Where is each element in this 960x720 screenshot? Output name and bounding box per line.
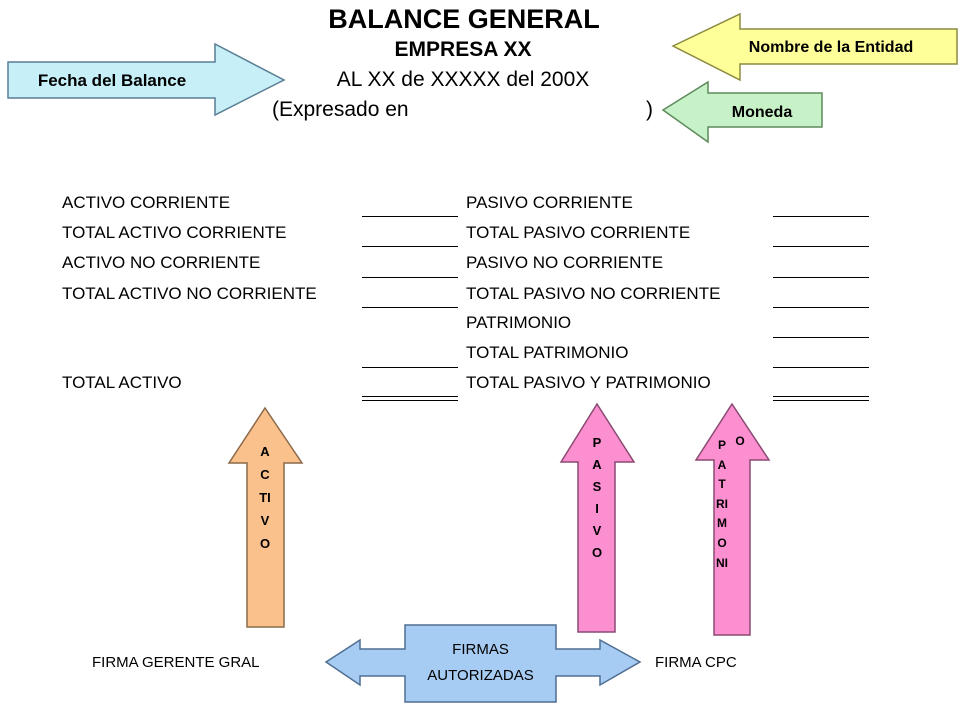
firmas-arrow [324,624,642,703]
currency-close: ) [646,98,653,121]
left-row-total-activo-no-corriente: TOTAL ACTIVO NO CORRIENTE [62,284,317,303]
entity-arrow-label: Nombre de la Entidad [749,39,913,56]
currency-arrow: Moneda [661,80,823,144]
date-arrow: Fecha del Balance [7,42,286,117]
signature-cpc: FIRMA CPC [655,654,737,671]
right-value-line [773,337,869,338]
date-arrow-label: Fecha del Balance [38,71,186,90]
right-row-total-pasivo-patrimonio: TOTAL PASIVO Y PATRIMONIO [466,373,711,392]
company-name: EMPRESA XX [394,38,532,61]
right-value-line [773,307,869,308]
left-value-line [362,216,458,217]
patrimonio-arrow-label-extra: O [735,434,745,448]
left-row-total-activo: TOTAL ACTIVO [62,373,182,392]
patrimonio-arrow [694,402,771,636]
right-row-total-patrimonio: TOTAL PATRIMONIO [466,343,629,362]
right-row-pasivo-no-corriente: PASIVO NO CORRIENTE [466,253,664,272]
activo-arrow-label: ACTIVO [259,444,271,551]
signature-gerente: FIRMA GERENTE GRAL [92,654,260,671]
left-row-activo-corriente: ACTIVO CORRIENTE [62,193,231,212]
right-value-line [773,246,869,247]
left-total-double-line [362,396,458,401]
right-value-line [773,216,869,217]
left-value-line [362,277,458,278]
entity-arrow: Nombre de la Entidad [671,12,958,82]
currency-label: (Expresado en [272,98,409,121]
right-total-double-line [773,396,869,401]
pasivo-arrow-label: PASIVO [591,435,603,560]
patrimonio-arrow-label: PATRIMONI [716,438,728,570]
right-value-line [773,277,869,278]
firmas-label-line2: AUTORIZADAS [427,667,534,684]
pasivo-arrow [559,402,636,633]
left-value-line [362,246,458,247]
right-value-line [773,367,869,368]
firmas-label-line1: FIRMAS [452,641,509,658]
left-value-line [362,367,458,368]
activo-arrow [227,406,304,628]
left-row-activo-no-corriente: ACTIVO NO CORRIENTE [62,253,261,272]
right-row-patrimonio: PATRIMONIO [466,313,572,332]
currency-arrow-label: Moneda [732,104,793,121]
balance-date: AL XX de XXXXX del 200X [336,68,590,91]
right-row-total-pasivo-no-corriente: TOTAL PASIVO NO CORRIENTE [466,284,721,303]
right-row-pasivo-corriente: PASIVO CORRIENTE [466,193,633,212]
page-title: BALANCE GENERAL [328,4,600,34]
left-row-total-activo-corriente: TOTAL ACTIVO CORRIENTE [62,223,287,242]
left-value-line [362,307,458,308]
right-row-total-pasivo-corriente: TOTAL PASIVO CORRIENTE [466,223,691,242]
